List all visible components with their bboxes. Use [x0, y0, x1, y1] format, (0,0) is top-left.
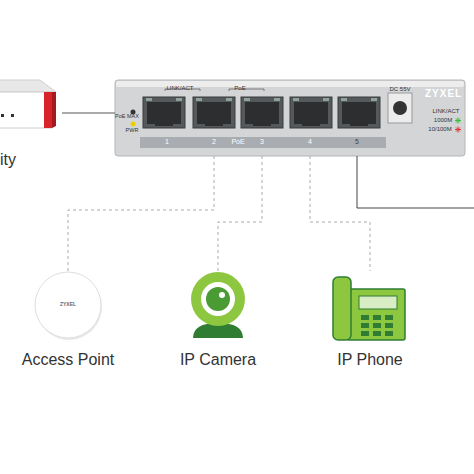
phone-key [385, 323, 393, 328]
phone-key [385, 331, 393, 336]
power-jack [388, 93, 412, 123]
panel-label: PoE [231, 138, 244, 145]
firewall-led [1, 114, 4, 117]
phone-key [385, 315, 393, 320]
camera-body [191, 272, 245, 326]
panel-label: 1000M [434, 117, 452, 123]
phone-key [373, 323, 381, 328]
brand-mark: ZYXEL [60, 302, 76, 307]
firewall-side [44, 92, 52, 128]
port-strip [140, 137, 386, 148]
panel-label: 2 [212, 138, 216, 145]
panel-label: 3 [260, 138, 264, 145]
phone-screen [359, 296, 397, 309]
firewall-front [0, 92, 52, 128]
port-bracket [229, 89, 264, 91]
node-label: IP Phone [300, 351, 440, 369]
node-label: IP Camera [148, 351, 288, 369]
phone-key [361, 315, 369, 320]
poe-link [218, 156, 262, 271]
phone-key [361, 323, 369, 328]
access-point: Access Point [28, 271, 108, 371]
uplink-wire [357, 156, 474, 208]
rj45-port [241, 97, 283, 128]
node-label: ZYXEL [425, 88, 462, 99]
node-label: ity [0, 151, 16, 169]
camera-lens [206, 287, 230, 311]
firewall-led [11, 114, 14, 117]
phone-handset [333, 277, 351, 340]
rj45-port [143, 97, 185, 128]
network-link [62, 113, 115, 114]
firewall-edge [52, 92, 56, 128]
panel-label: 1 [165, 138, 169, 145]
phone-key [373, 315, 381, 320]
firewall-device: ity [0, 76, 62, 170]
rj45-port [338, 97, 380, 128]
panel-label: LINK/ACT [432, 108, 459, 114]
ip-camera: IP Camera [180, 271, 256, 371]
poe-link [68, 156, 214, 271]
phone-body [347, 289, 405, 340]
phone-key [373, 331, 381, 336]
node-label: Access Point [0, 351, 138, 369]
panel-label: 4 [308, 138, 312, 145]
access-point-icon [35, 272, 101, 338]
panel-label: 5 [355, 138, 359, 145]
camera-ring [201, 282, 235, 316]
panel-label: 10/100M [428, 126, 451, 132]
rj45-port [193, 97, 235, 128]
poe-link [310, 156, 370, 271]
panel-label: DC 55V [389, 86, 410, 92]
panel-label: PWR [126, 128, 139, 134]
firewall-top [0, 80, 56, 92]
power-led [131, 122, 136, 127]
panel-label: PoE [234, 85, 245, 91]
rj45-port [290, 97, 332, 128]
switch-body [115, 80, 465, 156]
ip-phone: IP Phone [325, 271, 415, 371]
panel-label: PoE MAX [115, 114, 139, 120]
power-jack-hole [393, 101, 407, 115]
lens-highlight [219, 292, 225, 298]
phone-key [361, 331, 369, 336]
panel-label: LINK/ACT [166, 85, 193, 91]
